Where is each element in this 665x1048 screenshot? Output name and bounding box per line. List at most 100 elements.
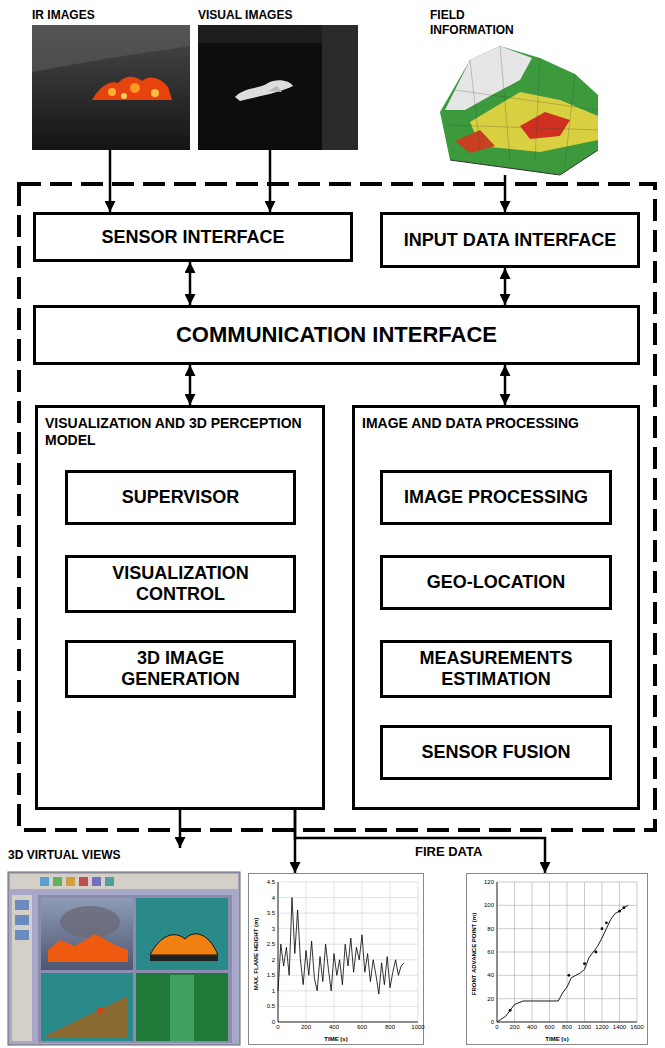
software-screenshot: [15, 930, 29, 940]
virtual-views-output: 3D VIRTUAL VIEWS: [8, 848, 240, 1045]
software-screenshot: [136, 898, 228, 970]
module-group: IMAGE AND DATA PROCESSING IMAGE PROCESSIN…: [352, 405, 640, 810]
tick-label: 2: [272, 957, 275, 963]
front-advance-chart: [623, 906, 626, 909]
front-advance-chart: [601, 927, 604, 930]
visual-photo: [322, 25, 358, 150]
software-screenshot: [79, 877, 88, 886]
tick-label: 1600: [630, 1024, 643, 1030]
box-label: 3D IMAGE GENERATION: [76, 648, 285, 689]
tick-label: 200: [509, 1024, 519, 1030]
flow-arrow: [189, 365, 192, 405]
tick-label: 4.5: [267, 879, 275, 885]
tick-label: 3: [272, 926, 275, 932]
ir-photo: [32, 25, 190, 150]
flow-arrow: [269, 150, 272, 212]
tick-label: 400: [527, 1024, 537, 1030]
axis-title: TIME (s): [249, 1036, 423, 1042]
front-advance-chart: [509, 1009, 512, 1012]
box-label: SUPERVISOR: [122, 487, 240, 508]
software-screenshot: [40, 877, 49, 886]
ir-photo: [151, 89, 159, 97]
tick-label: 80: [487, 926, 494, 932]
group-heading: IMAGE AND DATA PROCESSING: [362, 415, 628, 432]
ir-photo: [92, 77, 172, 100]
terrain-model: [440, 46, 598, 175]
tick-label: 0: [491, 1019, 494, 1025]
flow-arrow: [179, 810, 182, 848]
front-advance-chart: [567, 974, 570, 977]
software-screenshot: [136, 973, 228, 1041]
software-screenshot: [66, 877, 75, 886]
software-screenshot: [48, 934, 128, 962]
flow-arrow: [189, 262, 192, 305]
software-screenshot: [150, 955, 218, 961]
terrain-model: [440, 46, 598, 175]
image-heading: IR IMAGES: [32, 8, 95, 23]
front-advance-chart: [497, 882, 637, 1022]
ir-photo: [32, 25, 190, 150]
visual-photo: [268, 86, 282, 92]
process-box: MEASUREMENTS ESTIMATION: [380, 640, 612, 698]
tick-label: 200: [301, 1024, 311, 1030]
software-screenshot: [41, 973, 133, 1041]
front-advance-chart: [497, 882, 637, 1022]
front-advance-chart: [618, 910, 621, 913]
tick-label: 1000: [578, 1024, 591, 1030]
box-label: GEO-LOCATION: [427, 572, 566, 593]
flame-height-chart: [278, 882, 418, 1022]
terrain-model: [520, 112, 570, 139]
terrain-model: [448, 46, 598, 165]
box-label: IMAGE PROCESSING: [404, 487, 588, 508]
tick-label: 100: [484, 902, 494, 908]
axis-title: FRONT ADVANCE POINT (m): [471, 913, 477, 995]
front-advance-chart: [497, 882, 637, 1022]
ir-photo: [32, 25, 190, 72]
tick-label: 600: [544, 1024, 554, 1030]
flow-arrow: [504, 268, 507, 305]
software-screenshot: [97, 1007, 103, 1013]
output-heading: FIRE DATA: [415, 845, 482, 858]
tick-label: 1000: [411, 1024, 424, 1030]
software-screenshot: [60, 906, 120, 938]
visual-photo: [235, 80, 293, 101]
software-screenshot: [8, 872, 240, 1045]
process-box: SENSOR FUSION: [380, 725, 612, 780]
group-heading: VISUALIZATION AND 3D PERCEPTION MODEL: [45, 415, 313, 449]
software-screenshot: [8, 872, 240, 1045]
image-heading: FIELD INFORMATION: [430, 8, 530, 38]
flame-height-chart: [278, 898, 404, 994]
tick-label: 4: [272, 895, 275, 901]
tick-label: 0.5: [267, 1003, 275, 1009]
box-label: MEASUREMENTS ESTIMATION: [391, 648, 601, 689]
tick-label: 20: [487, 996, 494, 1002]
front-advance-chart: [595, 951, 598, 954]
tick-label: 120: [484, 879, 494, 885]
process-box: SUPERVISOR: [65, 470, 296, 525]
terrain-model: [455, 130, 495, 153]
software-screenshot: [12, 895, 32, 1041]
flow-arrow: [109, 150, 112, 212]
interface-box: SENSOR INTERFACE: [33, 212, 353, 262]
image-heading: VISUAL IMAGES: [198, 8, 292, 23]
flame-height-chart: [278, 882, 418, 1022]
process-box: 3D IMAGE GENERATION: [65, 640, 296, 698]
axis-title: TIME (s): [467, 1036, 647, 1042]
interface-box: INPUT DATA INTERFACE: [380, 212, 640, 268]
flame-height-chart: [278, 882, 418, 1022]
tick-label: 1400: [613, 1024, 626, 1030]
tick-label: 800: [562, 1024, 572, 1030]
front-advance-chart: [605, 921, 608, 924]
system-boundary: [19, 184, 655, 830]
tick-label: 0: [495, 1024, 498, 1030]
ir-photo: [130, 83, 140, 93]
tick-label: 400: [329, 1024, 339, 1030]
tick-label: 0: [276, 1024, 279, 1030]
software-screenshot: [38, 895, 232, 1043]
ir-image: IR IMAGES: [32, 8, 190, 150]
flow-arrow: [504, 175, 507, 212]
module-group: VISUALIZATION AND 3D PERCEPTION MODEL SUP…: [35, 405, 325, 810]
flow-arrow: [295, 810, 545, 873]
front-advance-chart: [509, 906, 626, 1011]
tick-label: 2.5: [267, 941, 275, 947]
